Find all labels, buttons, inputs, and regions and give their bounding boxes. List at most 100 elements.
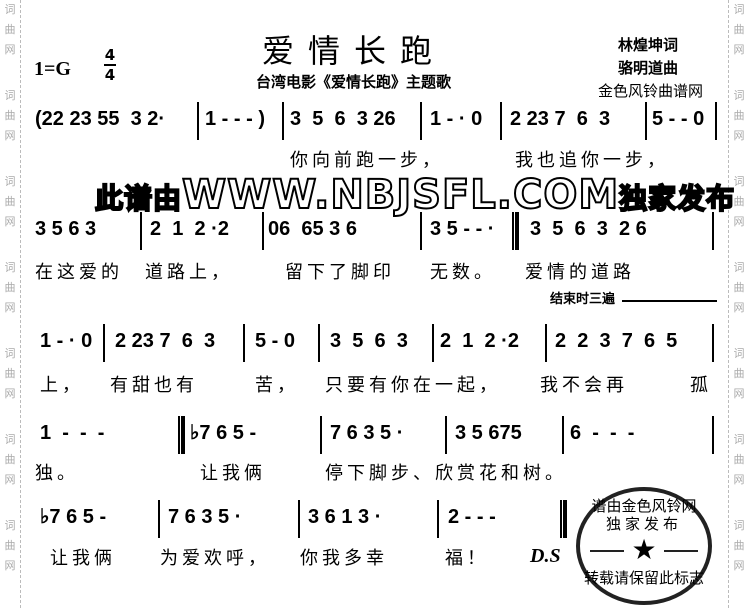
barline — [158, 500, 160, 538]
barline — [500, 102, 502, 140]
lyric: 停下脚步、欣赏花和树。 — [325, 463, 567, 484]
measure: 3 5 675 — [455, 422, 522, 444]
ending-note: 结束时三遍 — [550, 292, 718, 307]
lyric: 上， — [40, 375, 84, 396]
measure: 1 - - - — [40, 422, 105, 444]
watermark-prefix: 此谱由 — [94, 181, 183, 216]
lyric: 让我俩 — [200, 463, 266, 484]
barline — [103, 324, 105, 362]
lyric: 为爱欢呼， — [160, 548, 270, 569]
side-watermark-char: 曲 — [733, 23, 745, 36]
side-watermark-char: 网 — [733, 215, 745, 228]
measure: 1 - - - ) — [205, 108, 265, 130]
lyric: 我也追你一步， — [515, 150, 669, 171]
meter-bottom: 4 — [104, 66, 116, 84]
barline — [140, 212, 142, 250]
side-watermark-char: 曲 — [4, 195, 16, 208]
barline — [562, 416, 564, 454]
side-watermark-char: 曲 — [4, 539, 16, 552]
lyricist: 林煌坤词 — [618, 36, 679, 54]
measure: 2 1 2 ·2 — [150, 218, 229, 240]
measure: 2 2 3 7 6 5 — [555, 330, 678, 352]
barline — [432, 324, 434, 362]
measure: 5 - 0 — [255, 330, 296, 352]
barline — [262, 212, 264, 250]
measure: 3 6 1 3 · — [308, 506, 382, 528]
lyric: 孤 — [690, 375, 712, 396]
measure: ♭7 6 5 - — [190, 422, 257, 444]
side-watermark-char: 网 — [733, 473, 745, 486]
measure: 2 - - - — [448, 506, 496, 528]
side-watermark-char: 词 — [733, 175, 745, 188]
key-signature: 1=G — [34, 58, 71, 80]
barline — [545, 324, 547, 362]
lyric: 留下了脚印 — [285, 262, 395, 283]
side-watermark-char: 词 — [733, 261, 745, 274]
barline — [420, 212, 422, 250]
side-watermark-char: 曲 — [733, 453, 745, 466]
measure: 2 23 7 6 3 — [510, 108, 611, 130]
lyric: 让我俩 — [50, 548, 116, 569]
side-watermark-char: 网 — [733, 559, 745, 572]
measure: 1 - · 0 — [40, 330, 93, 352]
barline — [243, 324, 245, 362]
side-watermark-char: 网 — [733, 129, 745, 142]
lyric: 道路上， — [145, 262, 233, 283]
measure: 7 6 3 5 · — [330, 422, 404, 444]
lyric: 独。 — [35, 463, 79, 484]
lyric: 有甜也有 — [110, 375, 198, 396]
watermark-url: WWW.NBJSFL.COM — [181, 172, 620, 218]
side-watermark-char: 曲 — [733, 195, 745, 208]
barline — [645, 102, 647, 140]
lyric: 你我多幸 — [300, 548, 388, 569]
barline — [197, 102, 199, 140]
seal-stamp: 谱由金色风铃网 独家发布 ★ 转载请保留此标志 — [576, 487, 712, 605]
side-watermark-char: 词 — [4, 175, 16, 188]
side-watermark-char: 曲 — [733, 109, 745, 122]
song-subtitle: 台湾电影《爱情长跑》主题歌 — [256, 73, 452, 91]
measure: 06 65 3 6 — [268, 218, 357, 240]
measure: 3 5 - - · — [430, 218, 495, 240]
side-watermark-char: 词 — [733, 89, 745, 102]
side-watermark-char: 词 — [4, 89, 16, 102]
side-watermark-char: 曲 — [733, 539, 745, 552]
side-watermark-char: 网 — [4, 43, 16, 56]
side-watermark-char: 网 — [4, 387, 16, 400]
side-watermark-char: 网 — [4, 301, 16, 314]
measure: 2 23 7 6 3 — [115, 330, 216, 352]
lyric: 只要有你在一起， — [325, 375, 501, 396]
side-watermark-char: 词 — [733, 519, 745, 532]
side-watermark-char: 词 — [733, 433, 745, 446]
side-watermark-char: 词 — [4, 519, 16, 532]
measure: ♭7 6 5 - — [40, 506, 107, 528]
side-watermark-char: 词 — [4, 3, 16, 16]
barline — [298, 500, 300, 538]
measure: (22 23 55 3 2· — [35, 108, 166, 130]
barline — [715, 102, 717, 140]
measure: 1 - · 0 — [430, 108, 483, 130]
lyric: 爱情的道路 — [525, 262, 635, 283]
barline — [712, 324, 714, 362]
side-watermark-char: 曲 — [4, 109, 16, 122]
side-watermark-char: 网 — [4, 215, 16, 228]
side-watermark-right: 词曲网词曲网词曲网词曲网词曲网词曲网词曲网 — [728, 0, 749, 608]
barline — [420, 102, 422, 140]
barline — [445, 416, 447, 454]
stamp-middle-text: 独家发布 — [605, 515, 682, 533]
lyric: 福！ — [445, 548, 489, 569]
double-barline — [178, 416, 185, 454]
barline — [712, 416, 714, 454]
side-watermark-char: 曲 — [4, 367, 16, 380]
stamp-arc-text: 谱由金色风铃网 — [591, 497, 697, 515]
lyric: 苦， — [255, 375, 299, 396]
side-watermark-char: 网 — [733, 301, 745, 314]
side-watermark-left: 词曲网词曲网词曲网词曲网词曲网词曲网词曲网 — [0, 0, 21, 608]
side-watermark-char: 曲 — [4, 453, 16, 466]
measure: 6 - - - — [570, 422, 635, 444]
measure: 3 5 6 3 — [330, 330, 408, 352]
side-watermark-char: 词 — [733, 3, 745, 16]
side-watermark-char: 词 — [4, 347, 16, 360]
side-watermark-char: 曲 — [733, 281, 745, 294]
meter-top: 4 — [104, 46, 116, 64]
